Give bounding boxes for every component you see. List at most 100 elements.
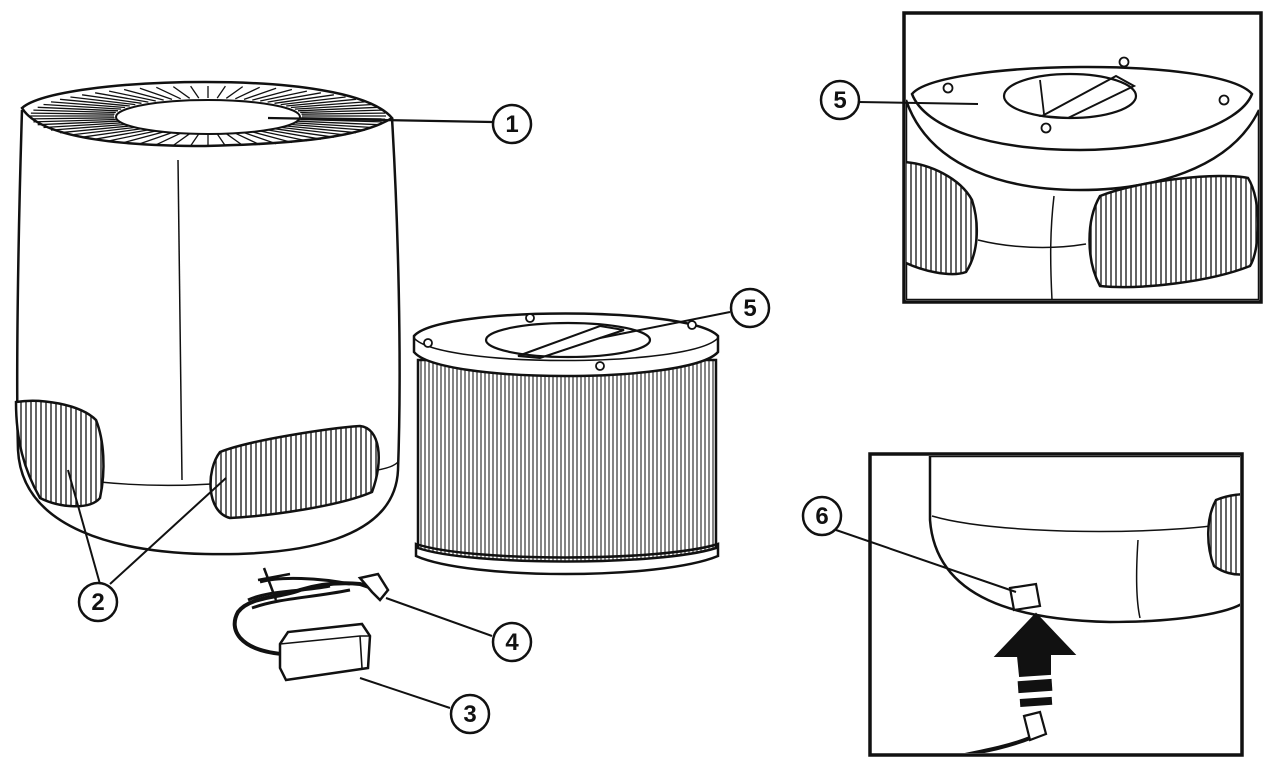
- adapter-brick: [278, 622, 372, 682]
- power-adapter: [232, 567, 390, 682]
- grille-slat: [94, 129, 149, 140]
- grille-slat: [70, 126, 136, 136]
- grille-slat: [294, 103, 373, 110]
- grille-slat: [156, 132, 181, 146]
- grille-slat: [297, 106, 379, 112]
- grille-slat: [30, 117, 115, 120]
- grille-slat: [216, 133, 226, 147]
- callout-3-label: 3: [463, 701, 476, 728]
- callout-4: 4: [491, 621, 533, 663]
- grille-slat: [82, 94, 142, 104]
- inset-screw: [942, 82, 954, 94]
- leader-3: [359, 677, 451, 709]
- grille-slat: [172, 133, 191, 146]
- grille-slat: [267, 92, 322, 103]
- grille-slat: [252, 131, 293, 144]
- inset-filter-hole: [1002, 72, 1138, 120]
- leader-2-left: [67, 469, 101, 585]
- grille-slat: [37, 120, 119, 126]
- leader-5-main: [599, 311, 731, 339]
- filter-cartridge: [412, 312, 720, 576]
- grille-slat: [59, 98, 130, 107]
- callout-6: 6: [801, 495, 843, 537]
- filter-screw: [595, 361, 605, 371]
- body-seam-horizontal: [99, 461, 399, 486]
- callout-6-label: 6: [815, 503, 828, 530]
- power-cable: [232, 581, 379, 656]
- grille-slat: [252, 88, 293, 101]
- grille-slat: [243, 87, 277, 101]
- callout-2-label: 2: [91, 589, 104, 616]
- cable-twist-tie: [257, 567, 291, 601]
- dc-plug-inset: [1022, 710, 1048, 742]
- power-socket: [1008, 582, 1042, 612]
- grille-slat: [286, 125, 357, 134]
- grille-slat: [274, 94, 334, 104]
- grille-slat: [50, 101, 126, 109]
- callout-1: 1: [491, 103, 533, 145]
- grille-slat: [260, 130, 308, 142]
- grille-slat: [82, 128, 142, 138]
- callout-4-label: 4: [505, 629, 519, 656]
- grille-slat: [94, 92, 149, 103]
- power-cable-inset: [964, 736, 1031, 753]
- side-intake-front: [209, 424, 380, 520]
- filter-handle: [517, 324, 625, 360]
- grille-slat: [300, 109, 383, 114]
- grille-slat: [70, 96, 136, 106]
- callout-2: 2: [77, 581, 119, 623]
- grille-slat: [190, 85, 200, 99]
- grille-slat: [294, 122, 373, 129]
- callout-5-main: 5: [729, 287, 771, 329]
- callout-5-inset-label: 5: [833, 87, 846, 114]
- leader-6: [835, 529, 1017, 593]
- grille-slat: [225, 86, 244, 99]
- top-grille: [20, 80, 394, 148]
- body-seam-vertical: [177, 159, 183, 481]
- grille-slat: [172, 86, 191, 99]
- inset-filter-top-view: 5: [819, 11, 1263, 304]
- dc-plug: [357, 572, 390, 602]
- grille-slat: [280, 96, 346, 106]
- grille-slat: [108, 130, 156, 142]
- purifier-body: [15, 109, 401, 556]
- grille-slat: [235, 86, 260, 100]
- grille-slat: [297, 120, 379, 126]
- grille-slat: [30, 112, 115, 115]
- grille-slat: [225, 133, 244, 146]
- callout-3: 3: [449, 693, 491, 735]
- top-grille-slats: [30, 85, 386, 147]
- grille-slat: [190, 133, 200, 147]
- grille-slat: [156, 86, 181, 100]
- inset-power-socket: 6: [801, 452, 1244, 757]
- grille-slat: [280, 126, 346, 136]
- up-arrow-icon: [993, 612, 1077, 708]
- grille-slat: [50, 123, 126, 131]
- top-outlet: [115, 99, 301, 135]
- callout-5-inset: 5: [819, 79, 861, 121]
- grille-slat: [274, 128, 334, 138]
- filter-center-hole: [484, 321, 652, 359]
- filter-screw: [687, 320, 697, 330]
- leader-1: [267, 116, 493, 124]
- grille-slat: [37, 106, 119, 112]
- grille-slat: [260, 90, 308, 102]
- grille-slat: [108, 90, 156, 102]
- side-intake-left: [14, 399, 105, 508]
- grille-slat: [33, 109, 116, 114]
- grille-slat: [59, 125, 130, 134]
- inset2-intake: [1206, 493, 1240, 576]
- filter-bottom-ring: [414, 542, 720, 576]
- grille-slat: [235, 132, 260, 146]
- filter-pleats: [416, 358, 718, 563]
- inset-intake-left: [906, 160, 978, 276]
- grille-slat: [33, 118, 116, 123]
- grille-slat: [139, 87, 173, 101]
- inset-screw: [1040, 122, 1052, 134]
- grille-slat: [243, 131, 277, 145]
- leader-5-inset: [857, 101, 979, 105]
- grille-slat: [301, 112, 386, 115]
- leader-4: [385, 597, 493, 637]
- grille-slat: [123, 131, 164, 144]
